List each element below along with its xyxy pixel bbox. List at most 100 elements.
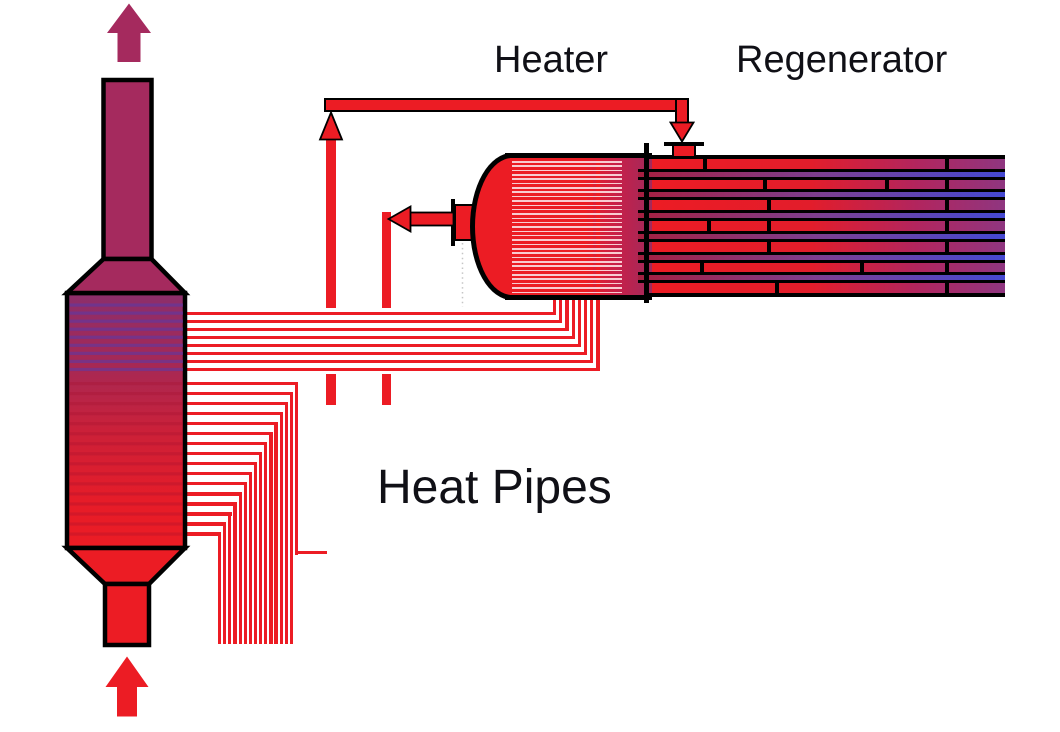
column-stripe [69,432,183,436]
heat-pipe-riser [553,286,557,315]
baffle-divider [767,241,771,252]
heat-pipe-lower-drop [289,392,294,644]
column-flare [61,256,191,296]
column-stripe [69,492,183,496]
heat-pipe-riser [577,214,581,347]
heater-stripe [512,169,622,172]
baffle-divider [945,159,949,169]
column-stripe [69,472,183,476]
heater-stripe [512,287,622,289]
heat-pipe-upper-run [185,319,563,323]
column-stripe [69,311,183,315]
tube-sheet-line [644,143,649,303]
baffle-divider [945,200,949,211]
baffle-divider [707,221,711,231]
column-stripe [69,343,183,347]
regenerator-tube-row [652,283,1005,293]
heater-stripe [512,256,622,259]
heater-stripe [512,174,622,176]
heater-stripe [512,187,622,189]
baffle-divider [703,159,707,169]
heat-pipe-lower-drop [218,532,222,644]
baffle-divider [700,262,704,273]
heat-pipe-lower-drop [223,522,227,644]
heater-stripe [512,204,622,206]
baffle-divider [945,221,949,231]
baffle-divider [767,221,771,231]
heat-pipe-lower-run [185,532,222,536]
column-reducer [61,545,191,587]
column-stripe [69,412,183,416]
heater-stripe [512,208,622,211]
heater-stripe [512,234,622,237]
column-stripe [69,319,183,323]
heater-vessel-top-outline [505,152,652,158]
regenerator-down-arrowhead-icon [668,121,696,144]
heat-pipe-lower-drop [274,422,278,644]
baffle-divider [885,179,889,190]
regenerator-nozzle-flange [664,141,704,146]
heater-stripe [512,191,622,193]
heat-pipe-upper-run [185,335,575,339]
heat-pipe-lower-run [185,442,268,446]
column-stripe [69,512,183,516]
baffle-divider [945,241,949,252]
riser-pipe-upper [326,137,336,308]
heat-pipe-lower-drop [248,472,253,644]
heat-pipe-upper-run [185,367,600,372]
heater-stripe [512,221,622,224]
column-body [64,290,188,551]
baffle-divider [767,200,771,211]
column-stripe [69,522,183,526]
heater-stripe [512,239,622,241]
regenerator-tube-row [652,221,1005,231]
regenerator-thin-tube [638,275,1005,281]
heat-pipe-lower-run [185,472,253,476]
regenerator-tube-row [652,159,1005,169]
column-stripe [69,359,183,363]
regenerator-thin-tube [638,254,1005,260]
heater-vessel-bottom-outline [505,294,652,300]
heater-stripe [512,248,622,250]
riser-up-arrowhead-icon [318,110,344,141]
heat-pipe-lower-drop [228,512,232,644]
heater-stripe [512,226,622,228]
column-stripe [69,351,183,355]
return-pipe-upper [381,212,391,308]
regenerator-top-outline [644,155,1005,159]
heater-stripe [512,217,622,220]
heat-pipe-lower-drop [233,502,237,644]
heat-pipe-lower-run [185,422,278,426]
heater-stripe [512,230,622,233]
heat-pipe-lower-drop [259,452,263,644]
heater-outlet-left-arrowhead-icon [386,204,412,234]
heater-stripe [512,261,622,263]
column-stripe [69,303,183,307]
column-stripe [69,482,183,486]
baffle-divider [775,283,779,293]
riser-pipe-lower [326,374,336,405]
heat-pipe-lower-run [185,462,258,466]
heat-pipe-lower-run [185,522,227,526]
heater-stripe [512,182,622,185]
heat-pipe-lower-run [185,482,247,486]
column-stripe [69,532,183,536]
exhaust-up-arrow-icon [107,3,151,62]
heat-pipe-lower-drop [284,402,288,644]
heat-pipe-lower-drop [269,432,273,644]
heater-vessel-body [510,157,652,295]
heat-pipe-upper-run [185,359,594,363]
column-stripe [69,422,183,426]
column-stack [101,77,154,262]
heat-pipe-riser [571,232,575,339]
regenerator-thin-tube [638,233,1005,239]
heat-pipe-lower-run [185,432,273,436]
heat-pipe-lower-drop [243,482,247,644]
regenerator-bottom-outline [644,293,1005,297]
flue-gas-column [61,77,191,648]
regenerator-nozzle [672,145,696,156]
regenerator-tube-row [652,200,1005,211]
baffle-divider [945,283,949,293]
